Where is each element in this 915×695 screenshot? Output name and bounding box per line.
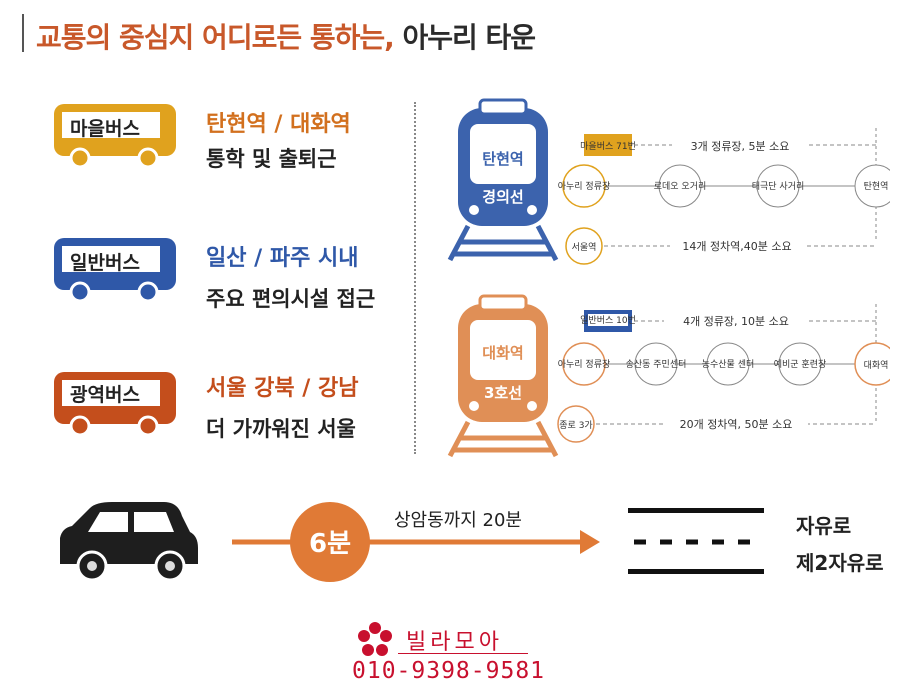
bus-purpose-village: 통학 및 출퇴근 xyxy=(206,147,337,171)
train-icon-daehwa: 대화역 3호선 xyxy=(447,294,559,458)
road-name-1: 자유로 xyxy=(796,514,852,538)
express-bus-icon xyxy=(54,372,176,437)
bus-route-city: 일산 / 파주 시내 xyxy=(206,246,359,271)
bus-label-village: 마을버스 xyxy=(70,118,140,140)
section-divider xyxy=(414,102,416,454)
route1-stop-2: 로데오 오거리 xyxy=(654,181,707,192)
route1-stop-3: 태극단 사거리 xyxy=(752,181,805,192)
bus-purpose-city: 주요 편의시설 접근 xyxy=(206,287,376,311)
route2-stop-5: 대화역 xyxy=(864,360,889,371)
route1-stop-4: 탄현역 xyxy=(864,181,889,192)
route-top-label-1: 3개 정류장, 5분 소요 xyxy=(691,140,790,153)
train-station-1: 탄현역 xyxy=(482,150,523,168)
travel-arrow xyxy=(232,502,600,582)
train-icon-tanhyeon: 탄현역 경의선 xyxy=(447,98,559,262)
train-line-1: 경의선 xyxy=(482,188,523,206)
route2-stop-3: 농수산물 센터 xyxy=(702,359,755,370)
bus-route-village: 탄현역 / 대화역 xyxy=(206,112,351,137)
route1-stop-1: 아누리 정류장 xyxy=(558,181,611,192)
village-bus-icon xyxy=(54,104,176,169)
route-bus-tag-2: 일반버스 10번 xyxy=(580,315,636,326)
brand-flower-icon xyxy=(358,622,392,656)
road-name-2: 제2자유로 xyxy=(796,551,884,575)
brand-underline xyxy=(398,653,528,654)
bus-label-express: 광역버스 xyxy=(70,384,140,406)
rail-routes-diagram: 탄현역 경의선 마을버스 71번 3개 정류장, 5분 소요 아누리 정류장 로… xyxy=(447,98,890,458)
brand-name: 빌라모아 xyxy=(406,630,503,655)
bus-route-express: 서울 강북 / 강남 xyxy=(206,376,359,401)
page-title: 교통의 중심지 어디로든 통하는, 아누리 타운 xyxy=(36,16,537,56)
title-rest: 아누리 타운 xyxy=(402,21,537,54)
car-time-badge: 6분 xyxy=(308,529,351,559)
route1-dest: 서울역 xyxy=(572,242,597,253)
title-highlight: 교통의 중심지 어디로든 통하는, xyxy=(36,21,395,54)
bus-label-city: 일반버스 xyxy=(70,252,140,274)
route-bottom-label-2: 20개 정차역, 50분 소요 xyxy=(680,418,793,431)
road-icon xyxy=(628,508,764,574)
route2-dest: 종로 3가 xyxy=(559,420,592,431)
train-line-2: 3호선 xyxy=(484,384,522,402)
title-accent-bar xyxy=(22,14,24,52)
route-bus-tag-1: 마을버스 71번 xyxy=(580,141,636,152)
route-top-label-2: 4개 정류장, 10분 소요 xyxy=(683,315,789,328)
route-bottom-label-1: 14개 정차역,40분 소요 xyxy=(682,240,791,253)
car-destination-label: 상암동까지 20분 xyxy=(394,510,522,531)
train-station-2: 대화역 xyxy=(482,344,523,362)
brand-phone: 010-9398-9581 xyxy=(352,658,546,684)
city-bus-icon xyxy=(54,238,176,303)
bus-purpose-express: 더 가까워진 서울 xyxy=(206,417,356,441)
car-icon xyxy=(60,502,198,582)
route2-stop-4: 예비군 훈련장 xyxy=(774,358,827,370)
route2-stop-2: 송산동 주민센터 xyxy=(626,359,687,370)
route2-stop-1: 아누리 정류장 xyxy=(558,359,611,370)
